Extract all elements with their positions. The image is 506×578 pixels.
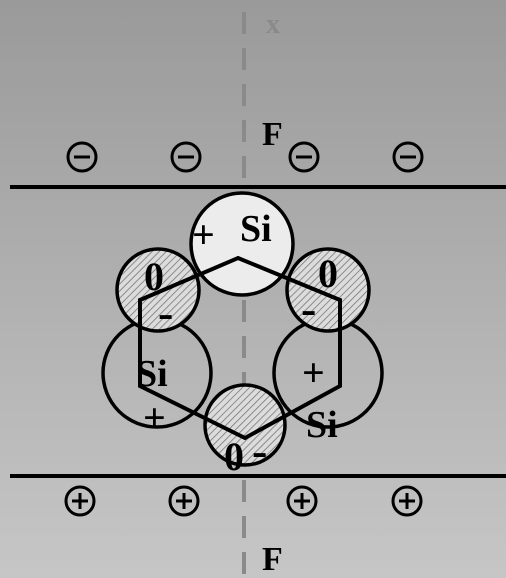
force-bottom-label: F	[262, 541, 283, 578]
x-axis-label: x	[266, 9, 280, 40]
oxygen-bottom-charge: -	[252, 425, 267, 476]
silicon-lower-right-charge: +	[302, 350, 325, 395]
oxygen-upper-left-symbol: 0	[144, 254, 164, 299]
positive-charge-icon	[64, 485, 96, 517]
top-charge-row	[66, 141, 424, 173]
oxygen-bottom-symbol: 0	[224, 434, 244, 479]
negative-charge-icon	[392, 141, 424, 173]
silicon-top-symbol: Si	[240, 208, 272, 250]
positive-charge-icon	[391, 485, 423, 517]
negative-charge-icon	[170, 141, 202, 173]
negative-charge-icon	[66, 141, 98, 173]
oxygen-atom-upper-right	[285, 247, 371, 333]
silicon-top-charge: +	[192, 212, 215, 257]
silicon-lower-left-symbol: Si	[136, 353, 168, 395]
oxygen-upper-right-symbol: 0	[318, 251, 338, 296]
oxygen-upper-right-charge: -	[301, 283, 316, 334]
bond-hexagon	[138, 255, 342, 441]
oxygen-atom-bottom	[203, 383, 287, 467]
bottom-charge-row	[64, 485, 423, 517]
oxygen-upper-left-charge: -	[158, 287, 173, 338]
positive-charge-icon	[286, 485, 318, 517]
silicon-lower-left-charge: +	[143, 395, 166, 440]
silicon-lower-right-symbol: Si	[306, 404, 338, 446]
force-top-label: F	[262, 116, 283, 153]
positive-charge-icon	[168, 485, 200, 517]
negative-charge-icon	[288, 141, 320, 173]
oxygen-atom-upper-left	[115, 247, 201, 333]
